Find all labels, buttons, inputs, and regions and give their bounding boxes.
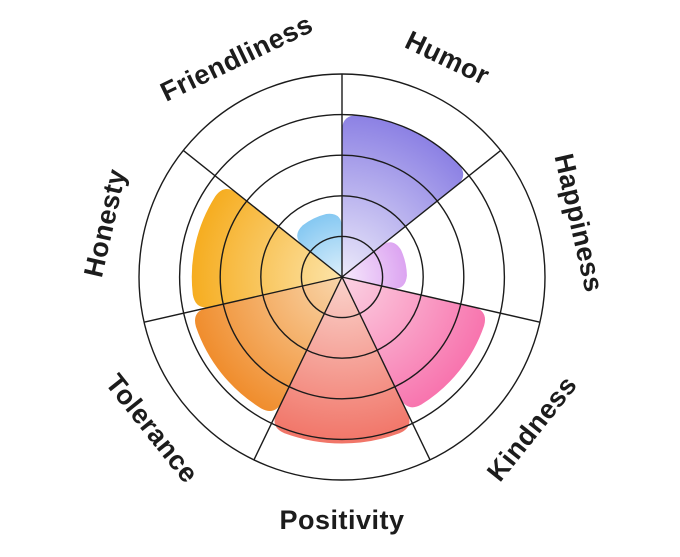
sector-wedge-happiness: [342, 242, 407, 289]
grid-spoke-5: [143, 276, 343, 323]
grid-spoke-2: [341, 276, 541, 323]
sector-wedges: [191, 115, 486, 444]
sector-label-kindness: Kindness: [481, 370, 583, 487]
sector-label-honesty: Honesty: [78, 166, 132, 280]
grid-spoke-6: [182, 149, 343, 278]
grid-spoke-3: [341, 276, 431, 461]
sector-label-friendliness: Friendliness: [156, 9, 318, 108]
sector-wedge-friendliness: [297, 213, 342, 277]
sector-wedge-kindness: [342, 277, 486, 408]
sector-label-happiness: Happiness: [549, 151, 610, 295]
sector-label-tolerance: Tolerance: [100, 368, 205, 488]
grid: [138, 73, 546, 481]
grid-spoke-1: [341, 149, 502, 278]
sector-label-positivity: Positivity: [279, 505, 404, 535]
grid-spoke-4: [253, 276, 343, 461]
sector-label-humor: Humor: [401, 25, 495, 91]
sector-wedge-humor: [342, 115, 464, 277]
sector-wedge-positivity: [274, 277, 410, 444]
sector-wedge-tolerance: [194, 277, 342, 411]
sector-wedge-honesty: [191, 188, 342, 308]
